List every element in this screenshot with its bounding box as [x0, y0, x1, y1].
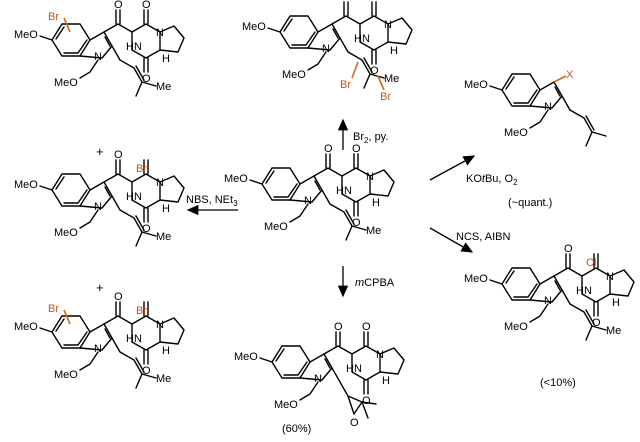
- tl-n-methoxy-label: MeO: [54, 77, 78, 89]
- tl-indole-n: N: [94, 51, 102, 63]
- top-methoxy-label: MeO: [242, 21, 266, 33]
- lm-n: N: [156, 177, 164, 189]
- bl-n-methoxy-label: MeO: [54, 369, 78, 381]
- starting-material: MeO MeO O O O HN N H N Me: [224, 143, 395, 241]
- center-methoxy-label: MeO: [224, 173, 248, 185]
- arrow-oxidation: [429, 155, 476, 181]
- cond-bromine: Br2, py.: [353, 131, 388, 145]
- top-br-2: Br: [380, 91, 391, 103]
- rb-n: N: [606, 271, 614, 283]
- cond-nbs: NBS, NEt3: [186, 194, 238, 208]
- ep-n: N: [376, 349, 384, 361]
- dibromo-indole-product: MeO MeO O O HN N H N Me Br Br: [14, 291, 185, 389]
- bl-me: Me: [156, 373, 171, 385]
- tl-ketone-o: O: [114, 0, 123, 11]
- rb-me: Me: [606, 325, 621, 337]
- top-n: N: [384, 19, 392, 31]
- center-dkp-o-top: O: [352, 143, 361, 155]
- tl-n: N: [156, 27, 164, 39]
- bl-indole-n: N: [94, 343, 102, 355]
- lm-nh: HN: [126, 191, 142, 203]
- center-me: Me: [366, 225, 381, 237]
- ep-dkp-o-bottom: O: [362, 395, 371, 407]
- top-n-methoxy-label: MeO: [282, 69, 306, 81]
- bromoindole-product: MeO MeO O O O HN N H N Me Br: [14, 0, 185, 97]
- lm-methoxy-label: MeO: [14, 179, 38, 191]
- tl-h: H: [162, 53, 170, 65]
- dibromide-product: MeO MeO O O O HN N H N Me Br Br: [242, 0, 413, 103]
- rb-cl: Cl: [586, 257, 596, 269]
- center-n-methoxy-label: MeO: [264, 221, 288, 233]
- yield-mcpba: (60%): [282, 423, 311, 435]
- bl-methoxy-label: MeO: [14, 321, 38, 333]
- center-nh: HN: [336, 185, 352, 197]
- lm-me: Me: [156, 231, 171, 243]
- bl-dkp-o-bottom: O: [142, 365, 151, 377]
- rt-methoxy-label: MeO: [464, 79, 488, 91]
- top-ketone-o: O: [342, 0, 351, 3]
- tl-dkp-o-top: O: [142, 0, 151, 11]
- yield-ncs: (<10%): [540, 377, 576, 389]
- ep-indole-n: N: [314, 373, 322, 385]
- top-h: H: [390, 45, 398, 57]
- tl-br: Br: [48, 11, 59, 23]
- bl-br-alpha: Br: [136, 305, 147, 317]
- ep-methoxy-label: MeO: [234, 351, 258, 363]
- rb-n-methoxy-label: MeO: [504, 321, 528, 333]
- top-dkp-o-top: O: [370, 0, 379, 3]
- bl-n: N: [156, 319, 164, 331]
- tl-methoxy-label: MeO: [14, 29, 38, 41]
- indole-x-product: X MeO MeO N: [464, 69, 607, 147]
- rb-nh: HN: [576, 285, 592, 297]
- rt-n-methoxy-label: MeO: [504, 127, 528, 139]
- ep-epoxide-o: O: [350, 417, 359, 429]
- cond-kotbu: KOtBu, O2: [466, 173, 518, 187]
- cond-ncs: NCS, AIBN: [456, 231, 510, 243]
- center-ketone-o: O: [324, 143, 333, 155]
- center-indole-n: N: [304, 195, 312, 207]
- rb-ketone-o: O: [564, 243, 573, 255]
- rb-dkp-o-bottom: O: [592, 317, 601, 329]
- rb-h: H: [612, 297, 620, 309]
- ep-n-methoxy-label: MeO: [274, 399, 298, 411]
- top-br-1: Br: [340, 79, 351, 91]
- rb-methoxy-label: MeO: [464, 273, 488, 285]
- lm-dkp-o-bottom: O: [142, 223, 151, 235]
- arrow-chlorination: [429, 227, 474, 253]
- top-nh: HN: [354, 33, 370, 45]
- lm-br: Br: [136, 163, 147, 175]
- rt-indole-n: N: [544, 101, 552, 113]
- center-dkp-o-bottom: O: [352, 217, 361, 229]
- cond-mcpba: mCPBA: [355, 277, 395, 289]
- right-top-x: X: [566, 69, 574, 81]
- plus-sign-1: +: [96, 144, 104, 159]
- plus-sign-2: +: [96, 280, 104, 295]
- lm-ketone-o: O: [114, 149, 123, 161]
- top-dkp-o-bottom: O: [370, 65, 379, 77]
- bl-br-indole: Br: [48, 303, 59, 315]
- tl-nh: HN: [126, 41, 142, 53]
- bl-ketone-o: O: [114, 291, 123, 303]
- alpha-bromo-product: MeO MeO O O HN N H N Me Br: [14, 149, 185, 247]
- ep-ketone-o: O: [334, 321, 343, 333]
- tl-dkp-o-bottom: O: [142, 73, 151, 85]
- tl-me: Me: [156, 81, 171, 93]
- yield-kotbu: (~quant.): [508, 197, 552, 209]
- rb-indole-n: N: [544, 295, 552, 307]
- lm-h: H: [162, 203, 170, 215]
- center-h: H: [372, 197, 380, 209]
- lm-indole-n: N: [94, 201, 102, 213]
- epoxide-product: MeO MeO O O O HN N H N O: [234, 321, 405, 429]
- lm-n-methoxy-label: MeO: [54, 227, 78, 239]
- top-indole-n: N: [322, 43, 330, 55]
- ep-h: H: [382, 375, 390, 387]
- ep-dkp-o-top: O: [362, 321, 371, 333]
- bl-nh: HN: [126, 333, 142, 345]
- top-me: Me: [384, 73, 399, 85]
- alpha-chloro-product: MeO MeO O O HN N H N Me Cl: [464, 243, 635, 341]
- ep-nh: HN: [346, 363, 362, 375]
- bl-h: H: [162, 345, 170, 357]
- center-n: N: [366, 171, 374, 183]
